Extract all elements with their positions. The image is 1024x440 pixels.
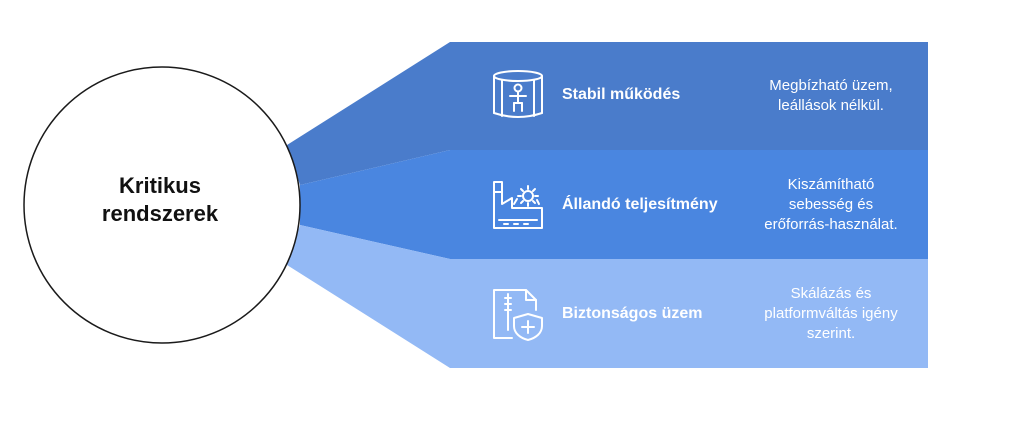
funnel-band-2 bbox=[300, 150, 928, 259]
row-description-line: platformváltás igény bbox=[764, 305, 898, 322]
row-stable-operation: Stabil működés Megbízható üzem, leálláso… bbox=[450, 42, 928, 150]
center-label-line-1: Kritikus bbox=[119, 173, 201, 198]
row-description-line: Skálázás és bbox=[790, 285, 872, 302]
row-description-line: sebesség és bbox=[788, 196, 874, 213]
row-description-line: erőforrás-használat. bbox=[764, 216, 898, 233]
secure-document-icon bbox=[493, 289, 543, 341]
row-description: Megbízható üzem, leállások nélkül. bbox=[740, 76, 922, 116]
funnel-band-3 bbox=[287, 225, 928, 368]
row-description: Skálázás és platformváltás igény szerint… bbox=[740, 284, 922, 344]
row-description-line: Megbízható üzem, bbox=[769, 77, 893, 94]
row-description: Kiszámítható sebesség és erőforrás-haszn… bbox=[740, 175, 922, 235]
row-secure-operation: Biztonságos üzem Skálázás és platformvál… bbox=[450, 259, 928, 368]
row-constant-performance: Állandó teljesítmény Kiszámítható sebess… bbox=[450, 150, 928, 259]
center-label-line-2: rendszerek bbox=[101, 201, 219, 226]
factory-gear-icon bbox=[493, 181, 543, 229]
funnel-band-1 bbox=[287, 42, 928, 185]
center-label: Kritikus rendszerek bbox=[40, 172, 280, 228]
center-circle bbox=[23, 66, 301, 344]
row-description-line: leállások nélkül. bbox=[778, 97, 884, 114]
row-title: Stabil működés bbox=[562, 86, 681, 103]
row-description-line: szerint. bbox=[806, 325, 856, 342]
shelter-person-icon bbox=[493, 70, 543, 118]
row-description-line: Kiszámítható bbox=[787, 176, 875, 193]
row-title: Állandó teljesítmény bbox=[562, 196, 718, 213]
row-title: Biztonságos üzem bbox=[562, 305, 703, 322]
